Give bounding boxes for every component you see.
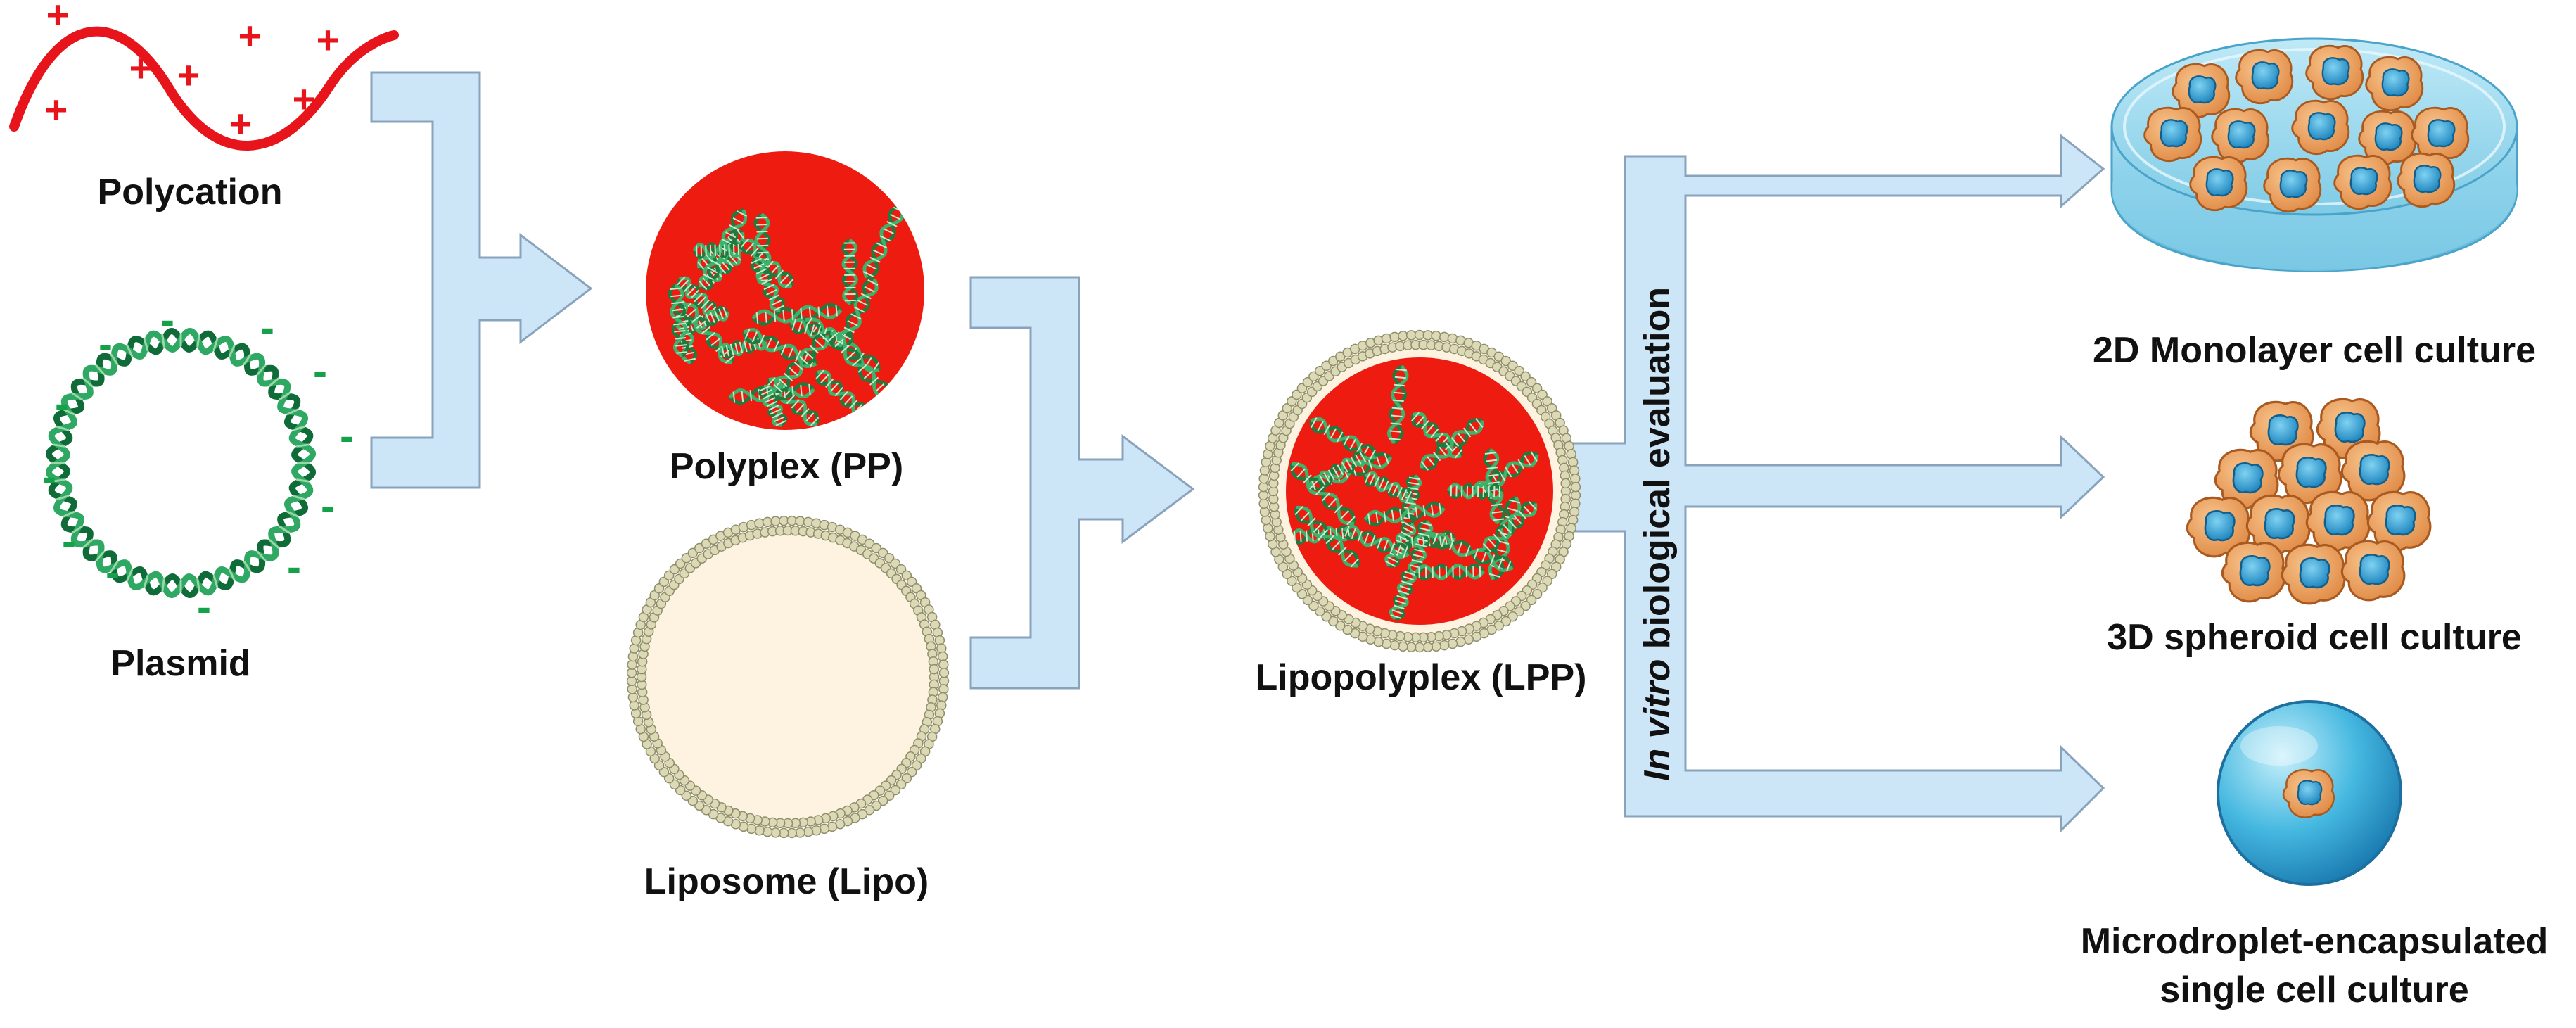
minus-sign-icon: - <box>321 483 335 530</box>
merge-arrow-2 <box>971 277 1193 688</box>
polycation-icon: ++++++++ <box>14 0 394 146</box>
microdroplet-label-line2: single cell culture <box>2160 970 2468 1010</box>
liposome-label: Liposome (Lipo) <box>644 861 929 902</box>
merge-arrow-1 <box>371 72 591 488</box>
polyplex-icon <box>646 151 924 430</box>
petri-dish-icon <box>2112 39 2517 271</box>
minus-sign-icon: - <box>197 583 211 630</box>
minus-sign-icon: - <box>106 549 120 596</box>
plus-sign-icon: + <box>293 77 316 121</box>
microdroplet-icon <box>2218 702 2401 884</box>
polycation-label: Polycation <box>98 172 283 212</box>
spheroid-icon <box>2187 399 2430 603</box>
plus-sign-icon: + <box>238 13 262 58</box>
in-vitro-evaluation-label: In vitro biological evaluation <box>1637 287 1678 781</box>
minus-sign-icon: - <box>98 321 113 368</box>
minus-sign-icon: - <box>313 348 327 395</box>
minus-sign-icon: - <box>287 543 301 590</box>
minus-sign-icon: - <box>260 304 274 351</box>
minus-sign-icon: - <box>160 296 174 343</box>
plus-sign-icon: + <box>229 101 253 146</box>
minus-sign-icon: - <box>340 412 354 459</box>
monolayer-label: 2D Monolayer cell culture <box>2093 330 2536 371</box>
split-arrow <box>1531 136 2103 830</box>
spheroid-label: 3D spheroid cell culture <box>2107 617 2522 658</box>
plus-sign-icon: + <box>317 18 340 62</box>
lipopolyplex-icon <box>1259 331 1581 652</box>
plus-sign-icon: + <box>129 46 153 90</box>
minus-sign-icon: - <box>42 453 56 500</box>
plus-sign-icon: + <box>46 0 70 37</box>
plasmid-label: Plasmid <box>110 643 250 684</box>
polyplex-label: Polyplex (PP) <box>670 446 903 487</box>
microdroplet-label-line1: Microdroplet-encapsulated <box>2081 921 2549 962</box>
minus-sign-icon: - <box>62 518 76 565</box>
plasmid-icon <box>49 331 313 595</box>
minus-sign-icon: - <box>55 380 69 427</box>
liposome-icon <box>627 516 949 838</box>
plus-sign-icon: + <box>45 87 68 132</box>
lipopolyplex-label: Lipopolyplex (LPP) <box>1256 657 1587 698</box>
plus-sign-icon: + <box>177 53 200 97</box>
